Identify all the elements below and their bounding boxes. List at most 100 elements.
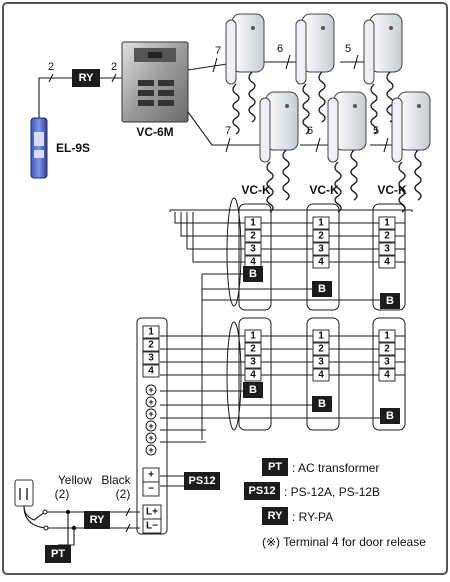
legend-text-ry: : RY-PA: [292, 510, 333, 524]
terminal-bottom-3-1-label: 1: [384, 331, 390, 342]
supply-terminal-4-label: 4: [148, 366, 154, 377]
terminal-top-2-1-label: 1: [318, 218, 324, 229]
terminal-top-2-2-label: 2: [318, 231, 324, 242]
black-wire-label: Black: [101, 473, 131, 487]
handset-label-2: VC-K: [309, 183, 339, 197]
relay-top-label: RY: [79, 72, 95, 84]
supply-dc-minus-label: −: [148, 484, 154, 495]
unit-frame-top-3: [372, 203, 406, 311]
supply-l-minus-label: L−: [146, 521, 158, 532]
terminal-top-1-3: [244, 242, 262, 256]
terminal-bottom-3-3-label: 3: [384, 357, 390, 368]
top-row-wire-2: [180, 212, 405, 237]
supply-terminal-2-label: 2: [148, 340, 154, 351]
door-lock: [30, 117, 48, 179]
terminal-bottom-2-1-label: 1: [318, 331, 324, 342]
top-row-wire-1: [174, 212, 405, 224]
terminal-blocks: 123412341234123412341234BBBBBB1234++++++…: [136, 197, 406, 535]
relay-bottom-label: RY: [90, 514, 106, 526]
b-badge-bottom-3: [380, 408, 400, 424]
yellow-wire-label: Yellow: [58, 473, 93, 487]
terminal-top-3-1: [378, 216, 396, 230]
terminal-top-2-1: [312, 216, 330, 230]
lock-wire-tick-left: [48, 73, 54, 83]
terminal-top-2-3-label: 3: [318, 244, 324, 255]
supply-terminal-3-label: 3: [148, 353, 154, 364]
terminal-top-3-1-label: 1: [384, 218, 390, 229]
terminal-top-3-3-label: 3: [384, 244, 390, 255]
terminal-bottom-2-2-label: 2: [318, 344, 324, 355]
terminal-bottom-1-1: [244, 329, 262, 343]
supply-plus-terminal-label-2: +: [148, 397, 153, 407]
terminal-top-2-4: [312, 255, 330, 269]
lock-wire-count-right: 2: [111, 61, 117, 73]
supply-plus-terminal-5: [145, 432, 157, 444]
legend-row-ps12: PS12 : PS-12A, PS-12B: [244, 482, 380, 500]
terminal-bottom-2-2: [312, 342, 330, 356]
ps12-badge-label: PS12: [189, 475, 216, 487]
terminal-bottom-3-4: [378, 368, 396, 382]
legend: PT : AC transformer PS12 : PS-12A, PS-12…: [244, 458, 426, 549]
pt-badge: PT: [45, 545, 71, 563]
b-badge-bottom-2: [312, 396, 332, 412]
b-badge-top-1: [243, 266, 263, 282]
supply-plus-terminal-label-5: +: [148, 433, 153, 443]
supply-l-minus: [142, 518, 162, 534]
top-bus-wire: [169, 209, 413, 212]
supply-dc-plus-label: +: [148, 470, 154, 481]
handset-label-3: VC-K: [377, 183, 407, 197]
supply-plus-terminal-label-1: +: [148, 385, 153, 395]
black-wire-count: (2): [116, 487, 131, 501]
terminal-top-3-4-label: 4: [384, 257, 390, 268]
supply-plus-terminal-6: [145, 444, 157, 456]
terminal-top-1-4-label: 4: [250, 257, 256, 268]
b-badge-top-2-label: B: [318, 283, 326, 295]
unit-frame-top-2: [306, 203, 340, 311]
terminal-top-2-2: [312, 229, 330, 243]
supply-frame: [136, 317, 168, 535]
b-badge-top-3-label: B: [386, 295, 394, 307]
legend-badge-ps12: PS12: [249, 485, 276, 497]
yellow-wire-count: (2): [55, 487, 70, 501]
supply-terminal-3: [142, 351, 160, 365]
door-station: [121, 41, 189, 123]
supply-plus-terminal-label-3: +: [148, 409, 153, 419]
supply-terminal-2: [142, 338, 160, 352]
terminal-bottom-1-2-label: 2: [250, 344, 256, 355]
terminal-top-1-1-label: 1: [250, 218, 256, 229]
legend-text-ps12: : PS-12A, PS-12B: [284, 485, 380, 499]
relay-bottom: RY: [84, 511, 110, 529]
lock-wire-count-left: 2: [48, 61, 54, 73]
terminal-top-3-3: [378, 242, 396, 256]
supply-plus-terminal-3: [145, 408, 157, 420]
terminal-top-3-4: [378, 255, 396, 269]
terminal-top-3-2-label: 2: [384, 231, 390, 242]
unit-frame-bottom-3: [372, 317, 406, 431]
door-station-label: VC-6M: [136, 125, 173, 139]
terminal-bottom-1-4: [244, 368, 262, 382]
legend-badge-ry: RY: [268, 510, 284, 522]
b-badge-bottom-1-label: B: [249, 384, 257, 396]
unit-frame-bottom-2: [306, 317, 340, 431]
wiring-lines: [160, 209, 413, 487]
terminal-bottom-3-2-label: 2: [384, 344, 390, 355]
legend-badge-pt: PT: [268, 461, 282, 473]
supply-dc-minus: [142, 481, 160, 497]
top-row-wire-4: [192, 212, 405, 263]
b-badge-bottom-2-label: B: [318, 398, 326, 410]
supply-terminal-1-label: 1: [148, 327, 154, 338]
supply-plus-terminal-1: [145, 384, 157, 396]
top-row-wire-3: [186, 212, 405, 250]
terminal-top-3-2: [378, 229, 396, 243]
terminal-bottom-3-3: [378, 355, 396, 369]
terminal-bottom-2-3: [312, 355, 330, 369]
terminal-bottom-2-4: [312, 368, 330, 382]
legend-row-ry: RY : RY-PA: [262, 507, 333, 525]
upper-count-c: 5: [345, 43, 351, 55]
terminal-top-1-3-label: 3: [250, 244, 256, 255]
terminal-bottom-3-4-label: 4: [384, 370, 390, 381]
terminal-bottom-2-3-label: 3: [318, 357, 324, 368]
supply-plus-terminal-label-6: +: [148, 445, 153, 455]
upper-count-a: 7: [215, 45, 221, 57]
